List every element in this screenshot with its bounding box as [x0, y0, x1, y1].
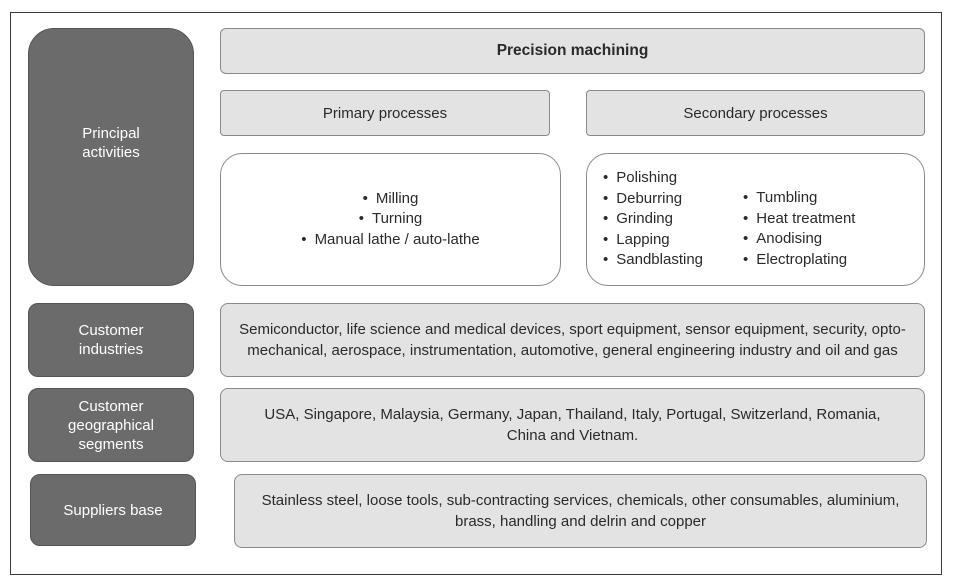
customer-industries-box: Semiconductor, life science and medical …	[220, 303, 925, 377]
primary-processes-header: Primary processes	[220, 90, 550, 136]
primary-processes-label: Primary processes	[322, 104, 448, 122]
customer-industries-text: Customer industries	[78, 322, 144, 358]
suppliers-base-text: Suppliers base	[63, 501, 163, 519]
secondary-processes-columns: Polishing Deburring Grinding Lapping San…	[587, 168, 924, 271]
list-item: Tumbling	[743, 188, 855, 209]
label-principal-activities: Principal activities	[28, 28, 194, 286]
list-item: Grinding	[603, 209, 703, 230]
diagram-frame	[10, 12, 942, 575]
suppliers-description: Stainless steel, loose tools, sub-contra…	[261, 492, 900, 530]
secondary-processes-label: Secondary processes	[683, 104, 828, 122]
customer-industries-description: Semiconductor, life science and medical …	[239, 321, 906, 359]
secondary-processes-col2: Tumbling Heat treatment Anodising Electr…	[743, 168, 855, 271]
customer-geo-segments-text: Customer geographical segments	[68, 397, 154, 453]
secondary-processes-box: Polishing Deburring Grinding Lapping San…	[586, 153, 925, 286]
primary-processes-list: Milling Turning Manual lathe / auto-lath…	[301, 189, 480, 251]
list-item: Milling	[301, 189, 479, 210]
list-item: Anodising	[743, 229, 855, 250]
list-item: Polishing	[603, 168, 703, 189]
list-item: Sandblasting	[603, 250, 703, 271]
suppliers-box: Stainless steel, loose tools, sub-contra…	[234, 474, 927, 548]
label-customer-geo-segments: Customer geographical segments	[28, 388, 194, 462]
precision-machining-header: Precision machining	[220, 28, 925, 74]
list-item: Manual lathe / auto-lathe	[301, 230, 480, 251]
label-customer-industries: Customer industries	[28, 303, 194, 377]
label-suppliers-base: Suppliers base	[30, 474, 196, 546]
precision-machining-title: Precision machining	[496, 42, 649, 59]
list-item: Heat treatment	[743, 209, 855, 230]
list-item: Turning	[301, 209, 479, 230]
customer-geo-box: USA, Singapore, Malaysia, Germany, Japan…	[220, 388, 925, 462]
list-item: Lapping	[603, 230, 703, 251]
secondary-processes-header: Secondary processes	[586, 90, 925, 136]
list-item: Deburring	[603, 189, 703, 210]
list-item: Electroplating	[743, 250, 855, 271]
principal-activities-text: Principal activities	[82, 125, 140, 161]
primary-processes-box: Milling Turning Manual lathe / auto-lath…	[220, 153, 561, 286]
secondary-processes-col1: Polishing Deburring Grinding Lapping San…	[603, 168, 703, 271]
customer-geo-description: USA, Singapore, Malaysia, Germany, Japan…	[264, 406, 881, 444]
